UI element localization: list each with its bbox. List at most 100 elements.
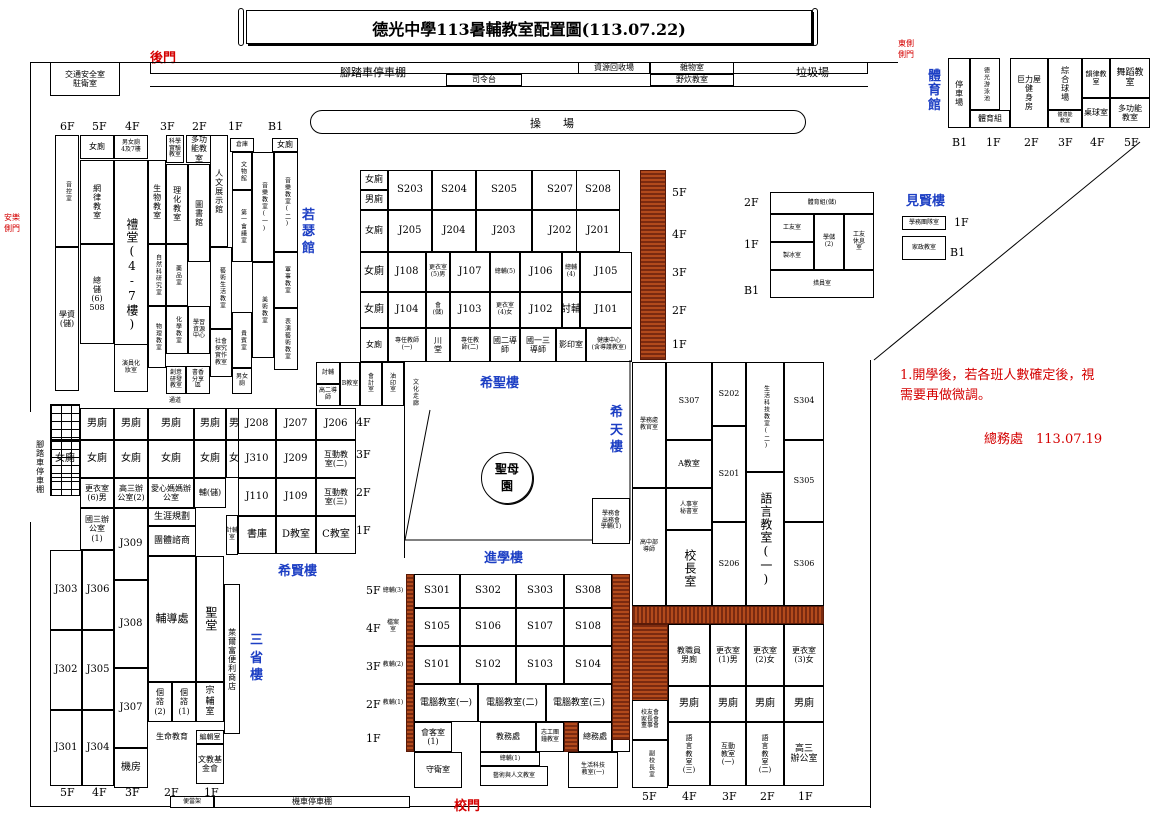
social-lab: 社會 探究 實作 教室 — [210, 329, 232, 377]
dance-room: 舞蹈教 室 — [1110, 58, 1150, 98]
innovation-room: 創意 研發 教室 — [166, 366, 186, 394]
yiwu-2f: 2F — [744, 196, 759, 209]
page-title: 德光中學113暑輔教室配置圖(113.07.22) — [372, 20, 686, 39]
xisheng-r1: 專任教 師(二) — [450, 328, 490, 362]
floor-label-south: 1F — [366, 732, 381, 745]
music-control: 音控室 — [55, 135, 79, 247]
storage-w: 倉庫 — [230, 138, 254, 152]
mens-restroom: 男廁 — [194, 408, 226, 440]
s307: S307 — [666, 362, 712, 440]
floor-label-right: 1F — [798, 790, 813, 803]
room-j306: J306 — [82, 550, 114, 630]
floor-label-gym: 2F — [1024, 136, 1039, 149]
campus-boundary-bottom — [30, 806, 870, 807]
xisheng-r3: J108 — [388, 252, 426, 292]
floor-label-south: 4F — [366, 622, 381, 635]
camp-room: 野炊教室 — [650, 74, 734, 86]
office-hs3: 國三辦 公室 (1) — [80, 508, 114, 550]
floor-label-south: 2F — [366, 698, 381, 711]
bio-room: 生物教室 — [148, 160, 166, 244]
east-r3: 互動 教室 (一) — [710, 722, 746, 786]
room-j304: J304 — [82, 710, 114, 786]
guest-room: 貴賓室 — [232, 312, 252, 368]
floor-label-xisheng: 2F — [672, 304, 687, 317]
jinxue-side: 總輔(3) — [380, 574, 406, 608]
recycle-area: 資源回收場 — [578, 62, 650, 74]
room-j303: J303 — [50, 550, 82, 630]
bike-shed-label: 腳踏車停車棚 — [340, 66, 406, 79]
podium-line — [150, 86, 868, 87]
xisheng-r3: J105 — [580, 252, 632, 292]
hs2-mentor: 高二導 師 — [316, 384, 340, 406]
room-s203: S203 — [388, 170, 432, 210]
guidance-office: 輔導處 — [148, 556, 196, 682]
jinxue-side: 檔案 室 — [380, 608, 406, 646]
music-room-2: 音樂教室(二) — [274, 152, 298, 252]
jianxian-b1: B1 — [950, 246, 966, 259]
west-side-gate-label: 安樂 側門 — [4, 213, 20, 233]
xixian-building-label: 希賢樓 — [278, 564, 318, 579]
xisheng-r2: 會 (儲) — [426, 292, 450, 328]
print-room: 油 印 室 — [382, 362, 404, 406]
art-human-room: 藝術與人文教室 — [480, 766, 548, 786]
s202: S202 — [712, 362, 746, 426]
jinxue-r2: 電腦教室(一) — [414, 684, 478, 722]
xixian-room: J208 — [238, 408, 276, 440]
xisheng-building-label: 希聖樓 — [480, 376, 520, 391]
xisheng-r1: 女廁 — [360, 328, 388, 362]
s304: S304 — [784, 362, 824, 440]
east-side-gate-label: 東側 側門 — [898, 39, 914, 59]
xixian-room: D教室 — [276, 516, 316, 554]
staff-room: 措員室 — [770, 270, 874, 298]
east-r1: 更衣室 (1)男 — [710, 624, 746, 686]
floor-label: 2F — [356, 486, 371, 499]
floor-label-right: 3F — [722, 790, 737, 803]
women-restroom: 女廁 — [114, 440, 148, 478]
jinxue-room: S107 — [516, 608, 564, 646]
tutor-1: 個 諮 (1) — [172, 682, 196, 722]
floor-label: 4F — [356, 416, 371, 429]
floor-label: 3F — [356, 448, 371, 461]
yiwu-1f: 1F — [744, 238, 759, 251]
xisheng-r2: 討輔 — [562, 292, 580, 328]
law-room: 網律教室 — [80, 160, 114, 244]
trash-area: 垃圾場 — [796, 66, 829, 79]
floor-label-south: 3F — [366, 660, 381, 673]
guard-room: 守衛室 — [414, 752, 462, 788]
sports-field — [310, 110, 806, 134]
music-room-1: 音樂教室(一) — [252, 152, 274, 262]
xisheng-r1: 健康中心 (含導護教室) — [586, 328, 632, 362]
floor-label-west: B1 — [268, 120, 284, 133]
table-tennis: 桌球室 — [1082, 98, 1110, 128]
east-r2: 男廁 — [746, 686, 784, 722]
jinxue-side: 教輔(2) — [380, 646, 406, 684]
xixian-room: 書庫 — [238, 516, 276, 554]
restroom-mixed: 男女廁 4及7樓 — [114, 135, 148, 159]
women-restroom: 女廁 — [80, 440, 114, 478]
parking-text: 停車場 — [954, 79, 964, 107]
xisheng-r2: J102 — [520, 292, 562, 328]
xisheng-r1: 國二導 師 — [490, 328, 520, 362]
counsel-1: 總輔(1) — [480, 752, 540, 766]
student-affairs: 學務處 教官室 — [632, 362, 666, 488]
jinxue-r1: 志工團 鐘教室 — [536, 722, 564, 752]
general-storage: 總 儲 (6) 508 — [80, 244, 114, 344]
women-restroom-w5: 女廁 — [80, 135, 114, 159]
restroom-mixed-w1: 男女 廁 — [232, 368, 252, 394]
religion-room: 宗 輔 室 — [196, 682, 224, 722]
sansheng-building-label: 三 省 樓 — [250, 633, 264, 684]
drug-room: 藥品室 — [166, 244, 188, 306]
nature-lab: 自然科研究室 — [148, 244, 166, 306]
room-s205: S205 — [476, 170, 532, 210]
floor-label-xisheng: 5F — [672, 186, 687, 199]
mens-restroom: 男廁 — [114, 408, 148, 440]
chem-room-2: 化學教室 — [166, 306, 188, 354]
alumni-board: 校友會 家長會 董事會 — [632, 700, 668, 740]
floor-label-bottom: 4F — [92, 786, 107, 799]
floor-label-bottom: 5F — [60, 786, 75, 799]
floor-label-west: 1F — [228, 120, 243, 133]
floor-label-gym: 4F — [1090, 136, 1105, 149]
xisheng-r2: J103 — [450, 292, 490, 328]
jinxue-room: S104 — [564, 646, 612, 684]
east-r3: 高三 辦公室 — [784, 722, 824, 786]
